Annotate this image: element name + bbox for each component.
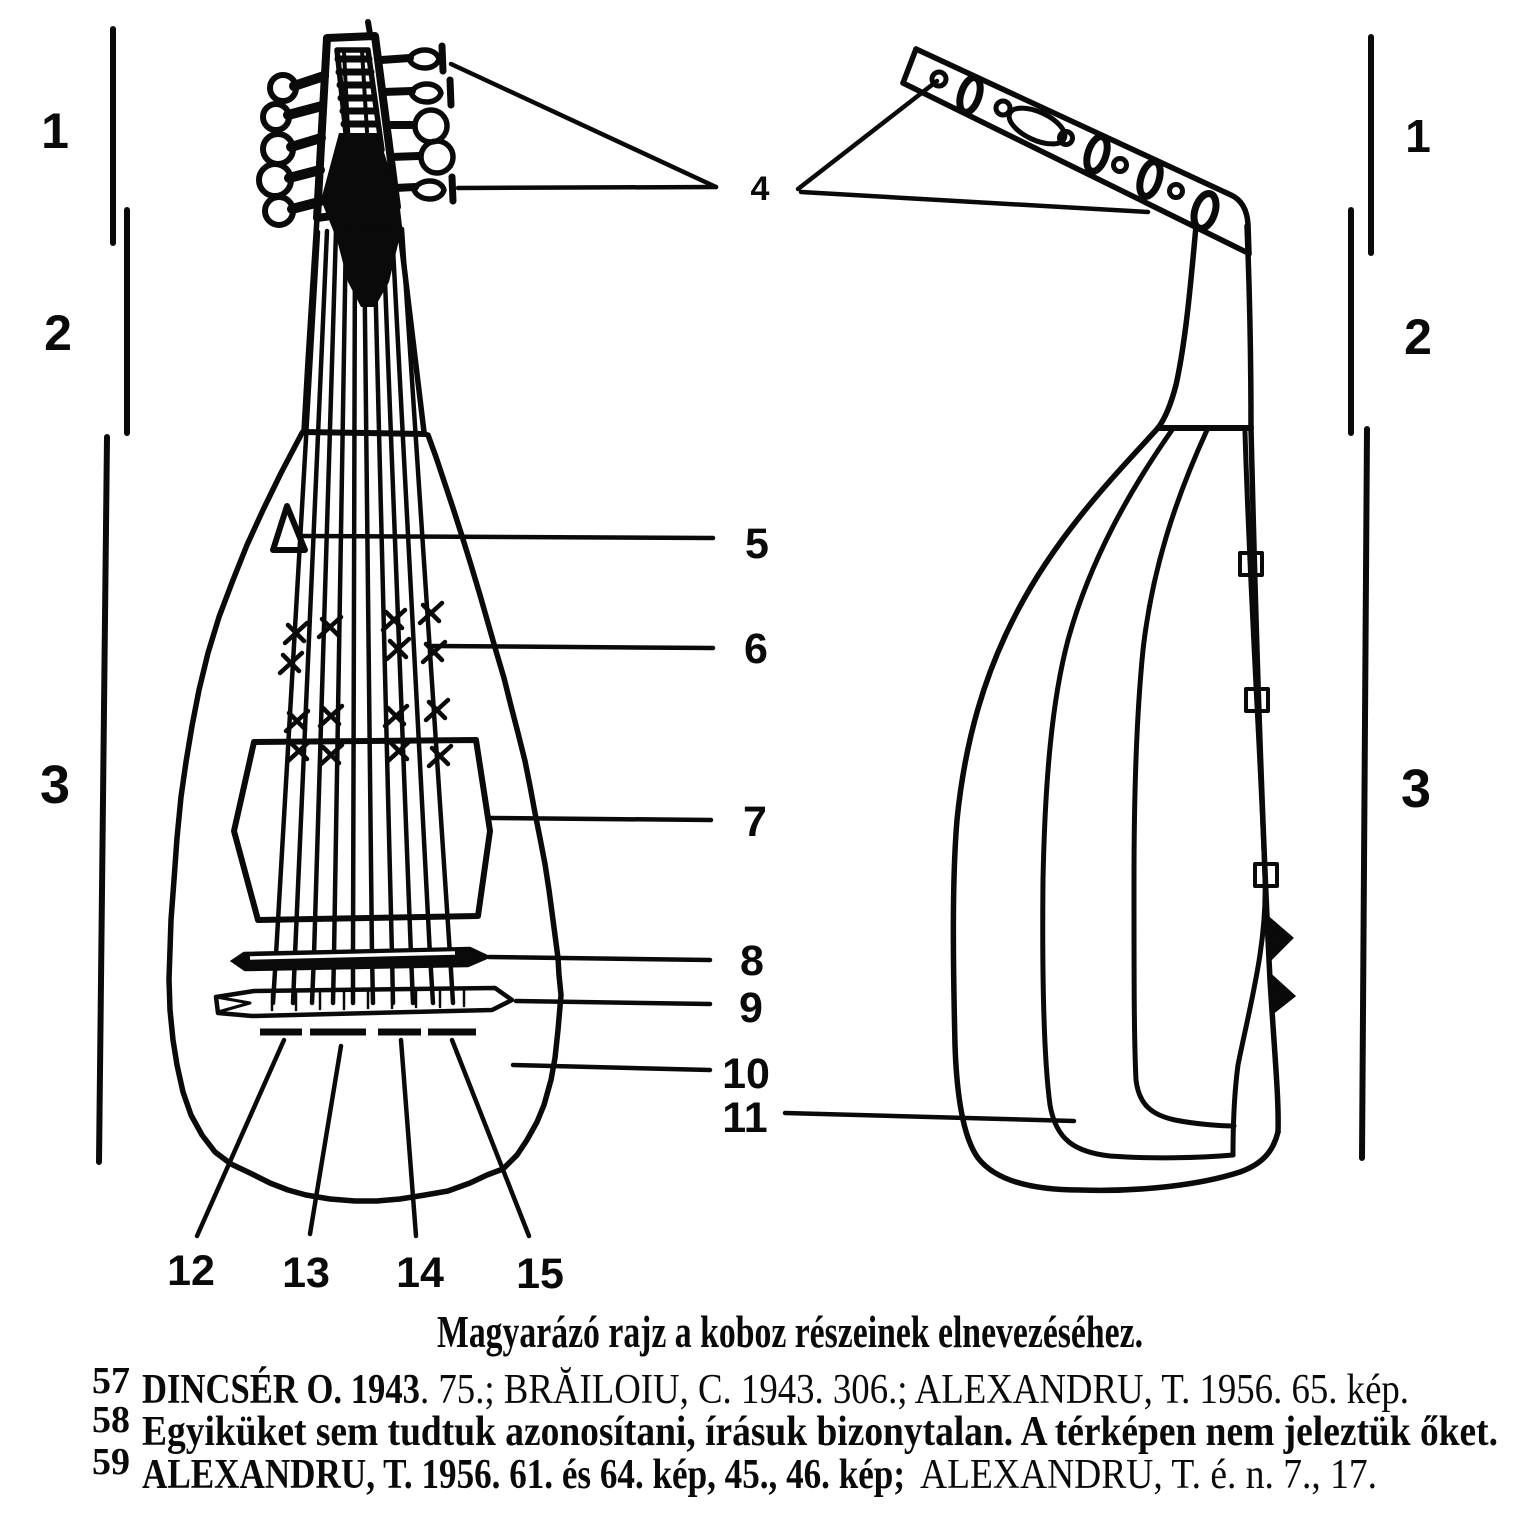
svg-text:2: 2: [44, 305, 72, 361]
svg-text:2: 2: [1404, 309, 1432, 365]
svg-text:10: 10: [722, 1050, 770, 1098]
svg-text:12: 12: [167, 1247, 215, 1295]
svg-text:57: 57: [92, 1360, 130, 1402]
svg-text:6: 6: [744, 625, 768, 673]
svg-text:1: 1: [1405, 110, 1431, 162]
svg-text:4: 4: [751, 170, 770, 208]
svg-text:11: 11: [722, 1094, 767, 1142]
svg-text:DINCSÉR O. 1943: DINCSÉR O. 1943: [142, 1366, 420, 1413]
svg-text:9: 9: [739, 984, 763, 1032]
svg-text:8: 8: [740, 937, 764, 985]
svg-text:ALEXANDRU, T. é. n. 7., 17.: ALEXANDRU, T. é. n. 7., 17.: [920, 1452, 1377, 1498]
svg-text:13: 13: [282, 1249, 330, 1297]
svg-text:15: 15: [516, 1250, 564, 1298]
svg-text:14: 14: [396, 1249, 444, 1297]
svg-text:7: 7: [743, 798, 767, 846]
svg-text:58: 58: [92, 1399, 130, 1441]
svg-text:. 75.; BRĂILOIU, C. 1943. 306.: . 75.; BRĂILOIU, C. 1943. 306.; ALEXANDR…: [420, 1367, 1409, 1413]
svg-text:1: 1: [41, 103, 69, 159]
svg-text:59: 59: [92, 1441, 130, 1483]
svg-text:Egyiküket sem tudtuk azonosíta: Egyiküket sem tudtuk azonosítani, írásuk…: [142, 1409, 1498, 1455]
svg-text:Magyarázó rajz a koboz részein: Magyarázó rajz a koboz részeinek elnevez…: [437, 1306, 1143, 1357]
svg-text:3: 3: [1401, 759, 1431, 819]
svg-text:5: 5: [745, 520, 769, 568]
svg-text:3: 3: [40, 755, 70, 815]
svg-text:ALEXANDRU, T. 1956. 61. és 64.: ALEXANDRU, T. 1956. 61. és 64. kép, 45.,…: [142, 1452, 905, 1498]
